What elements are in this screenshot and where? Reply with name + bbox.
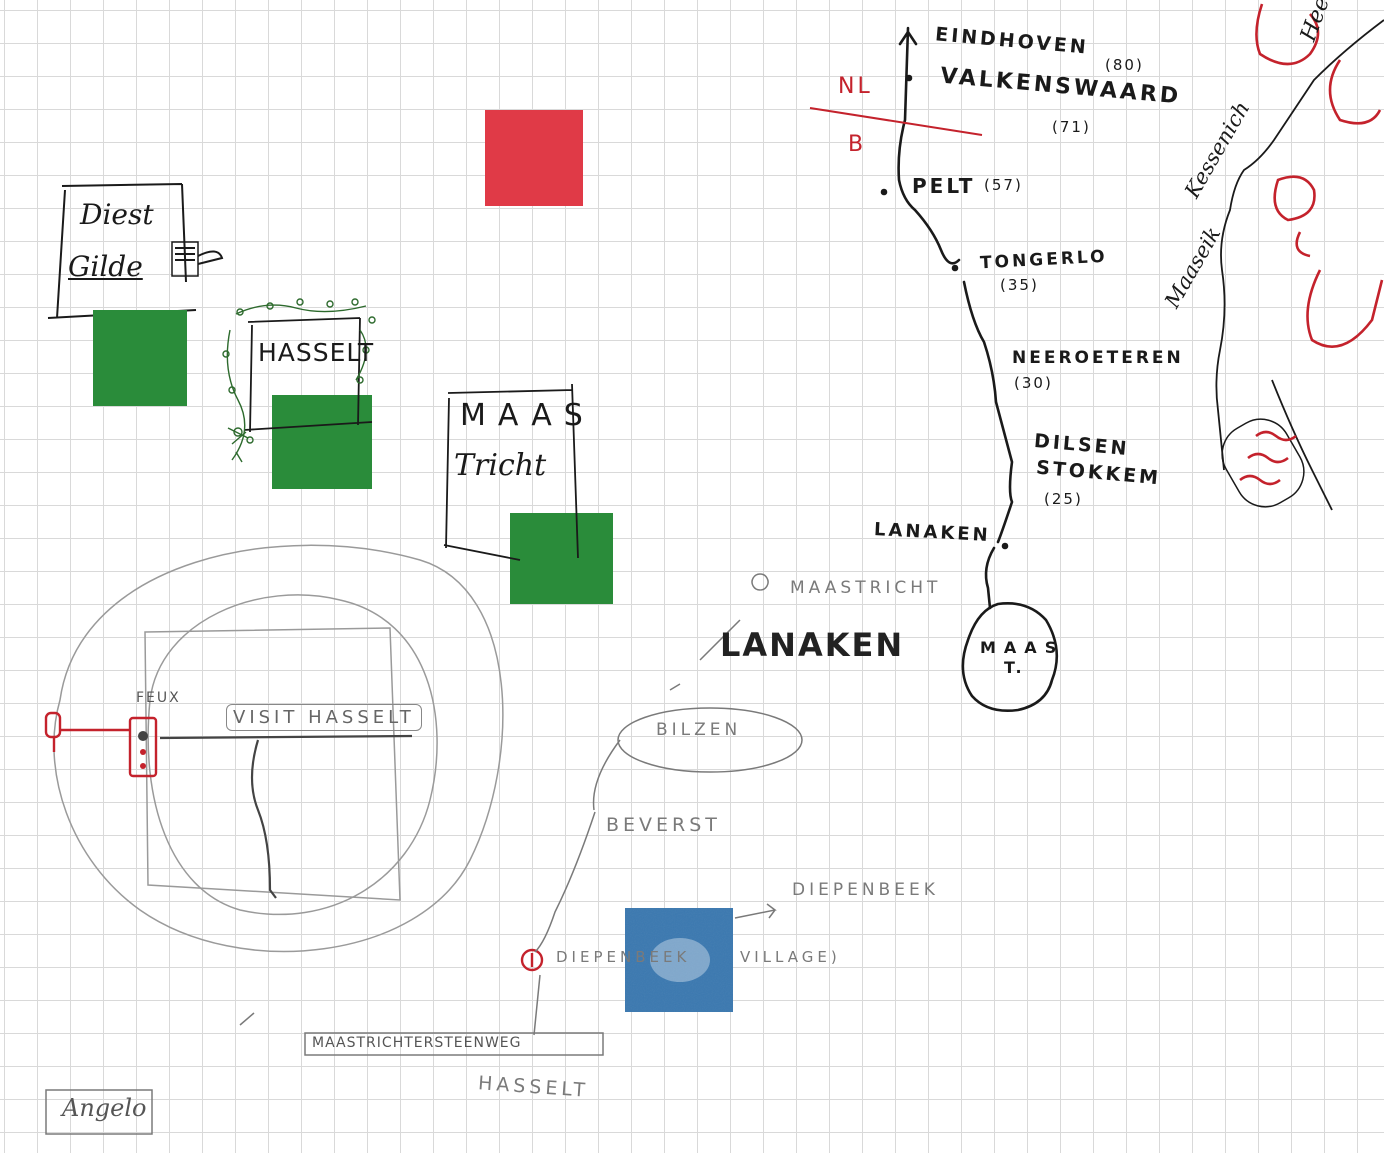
maastricht-marker-icon	[751, 573, 769, 591]
maastricht-box	[443, 383, 579, 561]
maast-t-label: T.	[1004, 658, 1025, 677]
diest-gilde-box	[47, 183, 224, 319]
diest-label: Diest	[80, 198, 154, 231]
neeroeteren-km: (30)	[1014, 374, 1053, 392]
river-line	[1215, 19, 1384, 511]
hasselt-box	[243, 317, 373, 433]
hasselt-ring-plan	[53, 544, 504, 953]
tricht-label: Tricht	[454, 448, 547, 483]
border-b-label: B	[848, 132, 864, 157]
bilzen-label: BILZEN	[656, 720, 742, 740]
route-line	[880, 26, 1059, 712]
route-line-feux	[159, 734, 413, 899]
maas-label: MAAS	[460, 398, 595, 433]
eindhoven-km: (80)	[1105, 56, 1144, 74]
feux-label: FEUX	[136, 690, 181, 706]
hasselt-vines	[222, 298, 376, 463]
green-square-hasselt	[272, 395, 372, 489]
dilsen-km: (25)	[1044, 490, 1083, 508]
maast-label: MAAS	[980, 638, 1065, 657]
village-label: VILLAGE)	[740, 948, 841, 966]
signature: Angelo	[62, 1094, 147, 1122]
green-square-diest	[93, 310, 187, 406]
neeroeteren-label: NEEROETEREN	[1012, 348, 1184, 368]
tongerlo-km: (35)	[1000, 276, 1039, 294]
traffic-light-icon	[138, 731, 148, 769]
blue-square-diepenbeek	[625, 908, 733, 1012]
border-nl-label: NL	[838, 74, 873, 99]
steenweg-label: MAASTRICHTERSTEENWEG	[312, 1035, 522, 1051]
red-markers	[44, 711, 544, 972]
pelt-label: PELT	[912, 174, 976, 198]
visit-hasselt-label: VISIT HASSELT	[226, 704, 422, 731]
diepenbeek-village-label: DIEPENBEEK	[556, 948, 691, 966]
border-line	[809, 107, 983, 136]
valkenswaard-km: (71)	[1052, 118, 1091, 136]
green-square-maastricht	[510, 513, 613, 604]
red-square	[485, 110, 583, 206]
beverst-label: BEVERST	[606, 814, 721, 836]
red-decorations	[1221, 3, 1384, 508]
hasselt-box-label: HASSELT	[258, 338, 375, 367]
lanaken-big-label: LANAKEN	[720, 626, 905, 664]
pelt-km: (57)	[984, 176, 1023, 194]
maastricht-pencil-label: MAASTRICHT	[790, 578, 942, 598]
gilde-label-text: Gilde	[68, 250, 143, 283]
pencil-tick	[239, 1012, 255, 1026]
pencil-routes	[45, 619, 803, 1135]
diepenbeek-label: DIEPENBEEK	[792, 880, 939, 900]
